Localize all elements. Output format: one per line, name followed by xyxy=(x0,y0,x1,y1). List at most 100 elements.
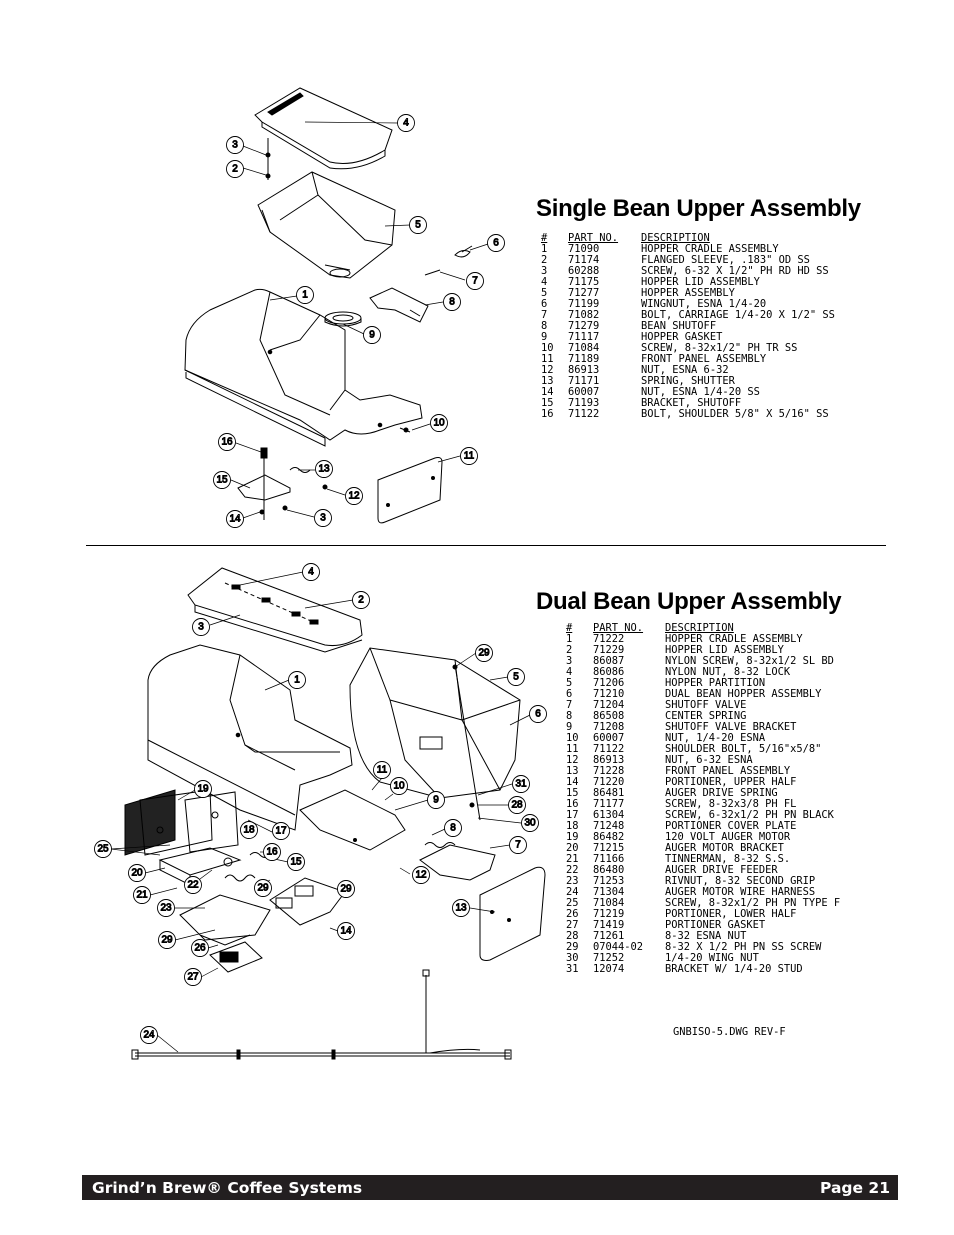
header-number: # xyxy=(541,232,548,244)
part-description: TINNERMAN, 8-32 S.S. xyxy=(665,853,791,865)
single-callouts: 4 3 2 5 6 7 1 8 9 10 16 13 11 15 12 14 3 xyxy=(213,114,505,528)
svg-text:14: 14 xyxy=(340,926,352,937)
svg-text:7: 7 xyxy=(472,276,478,287)
part-no: 07044-02 xyxy=(593,941,644,953)
part-number: 22 xyxy=(566,864,579,876)
part-number: 8 xyxy=(566,710,573,722)
part-no: 71210 xyxy=(593,688,625,700)
footer-brand: Grind’n Brew® Coffee Systems xyxy=(92,1178,363,1197)
callout-dual-29a: 29 xyxy=(475,644,493,662)
callout-dual-3: 3 xyxy=(192,618,210,636)
section-divider xyxy=(86,545,886,546)
callout-dual-24: 24 xyxy=(140,1026,158,1044)
single-parts-header: # PART NO. DESCRIPTION xyxy=(541,233,835,244)
dual-auger-motor xyxy=(124,789,239,856)
part-number: 25 xyxy=(566,897,579,909)
parts-row: 12 86913 NUT, 6-32 ESNA xyxy=(566,755,840,766)
svg-text:24: 24 xyxy=(143,1030,155,1041)
part-description: HOPPER CRADLE ASSEMBLY xyxy=(641,243,779,255)
part-number: 14 xyxy=(541,386,554,398)
part-description: AUGER DRIVE FEEDER xyxy=(665,864,778,876)
part-no: 71253 xyxy=(593,875,625,887)
dual-parts-header: # PART NO. DESCRIPTION xyxy=(566,623,840,634)
callout-dual-25: 25 xyxy=(94,840,112,858)
callout-dual-6: 6 xyxy=(529,705,547,723)
part-no: 86508 xyxy=(593,710,625,722)
part-number: 12 xyxy=(566,754,579,766)
single-hopper xyxy=(257,171,396,279)
part-description: NUT, 1/4-20 ESNA xyxy=(665,732,766,744)
svg-text:11: 11 xyxy=(377,765,388,776)
part-no: 71177 xyxy=(593,798,625,810)
callout-dual-28: 28 xyxy=(508,796,526,814)
part-no: 71189 xyxy=(568,353,600,365)
part-no: 71215 xyxy=(593,842,625,854)
part-number: 15 xyxy=(566,787,579,799)
svg-text:13: 13 xyxy=(318,464,330,475)
callout-dual-5: 5 xyxy=(507,668,525,686)
svg-text:5: 5 xyxy=(415,220,421,231)
part-no: 60288 xyxy=(568,265,600,277)
part-no: 86480 xyxy=(593,864,625,876)
part-no: 86913 xyxy=(568,364,600,376)
callout-dual-8: 8 xyxy=(444,819,462,837)
single-hopper-cradle xyxy=(184,288,423,447)
part-number: 11 xyxy=(541,353,554,365)
callout-single-1: 1 xyxy=(296,286,314,304)
part-description: FRONT PANEL ASSEMBLY xyxy=(665,765,791,777)
part-description: FLANGED SLEEVE, .183" OD SS xyxy=(641,254,810,266)
part-number: 9 xyxy=(566,721,573,733)
svg-text:29: 29 xyxy=(257,883,269,894)
dual-wire-harness xyxy=(131,969,512,1060)
callout-dual-7: 7 xyxy=(509,836,527,854)
svg-text:2: 2 xyxy=(358,595,364,606)
callout-dual-9: 9 xyxy=(427,791,445,809)
part-no: 71117 xyxy=(568,331,600,343)
part-number: 20 xyxy=(566,842,579,854)
svg-text:4: 4 xyxy=(308,567,314,578)
part-description: BEAN SHUTOFF xyxy=(641,320,717,332)
part-number: 29 xyxy=(566,941,579,953)
callout-dual-19: 19 xyxy=(194,780,212,798)
part-description: HOPPER ASSEMBLY xyxy=(641,287,735,299)
part-description: 8-32 ESNA NUT xyxy=(665,930,747,942)
part-number: 5 xyxy=(541,287,548,299)
part-number: 10 xyxy=(541,342,554,354)
svg-text:13: 13 xyxy=(455,903,467,914)
callout-dual-16: 16 xyxy=(263,843,281,861)
part-description: HOPPER PARTITION xyxy=(665,677,766,689)
footer-page-number: Page 21 xyxy=(820,1178,890,1197)
svg-text:27: 27 xyxy=(187,972,199,983)
part-number: 1 xyxy=(566,633,573,645)
part-no: 71419 xyxy=(593,919,625,931)
part-no: 71122 xyxy=(568,408,600,420)
part-no: 71279 xyxy=(568,320,600,332)
part-description: NUT, ESNA 6-32 xyxy=(641,364,729,376)
part-number: 2 xyxy=(541,254,548,266)
callout-dual-15: 15 xyxy=(287,853,305,871)
part-description: NUT, 6-32 ESNA xyxy=(665,754,753,766)
part-number: 31 xyxy=(566,963,579,975)
callout-dual-27: 27 xyxy=(184,968,202,986)
part-no: 86913 xyxy=(593,754,625,766)
part-no: 71222 xyxy=(593,633,625,645)
part-description: SCREW, 8-32x1/2" PH TR SS xyxy=(641,342,798,354)
svg-text:15: 15 xyxy=(216,475,228,486)
callout-dual-26: 26 xyxy=(191,939,209,957)
svg-text:6: 6 xyxy=(493,238,499,249)
header-part-no: PART NO. xyxy=(568,232,619,244)
part-no: 86482 xyxy=(593,831,625,843)
